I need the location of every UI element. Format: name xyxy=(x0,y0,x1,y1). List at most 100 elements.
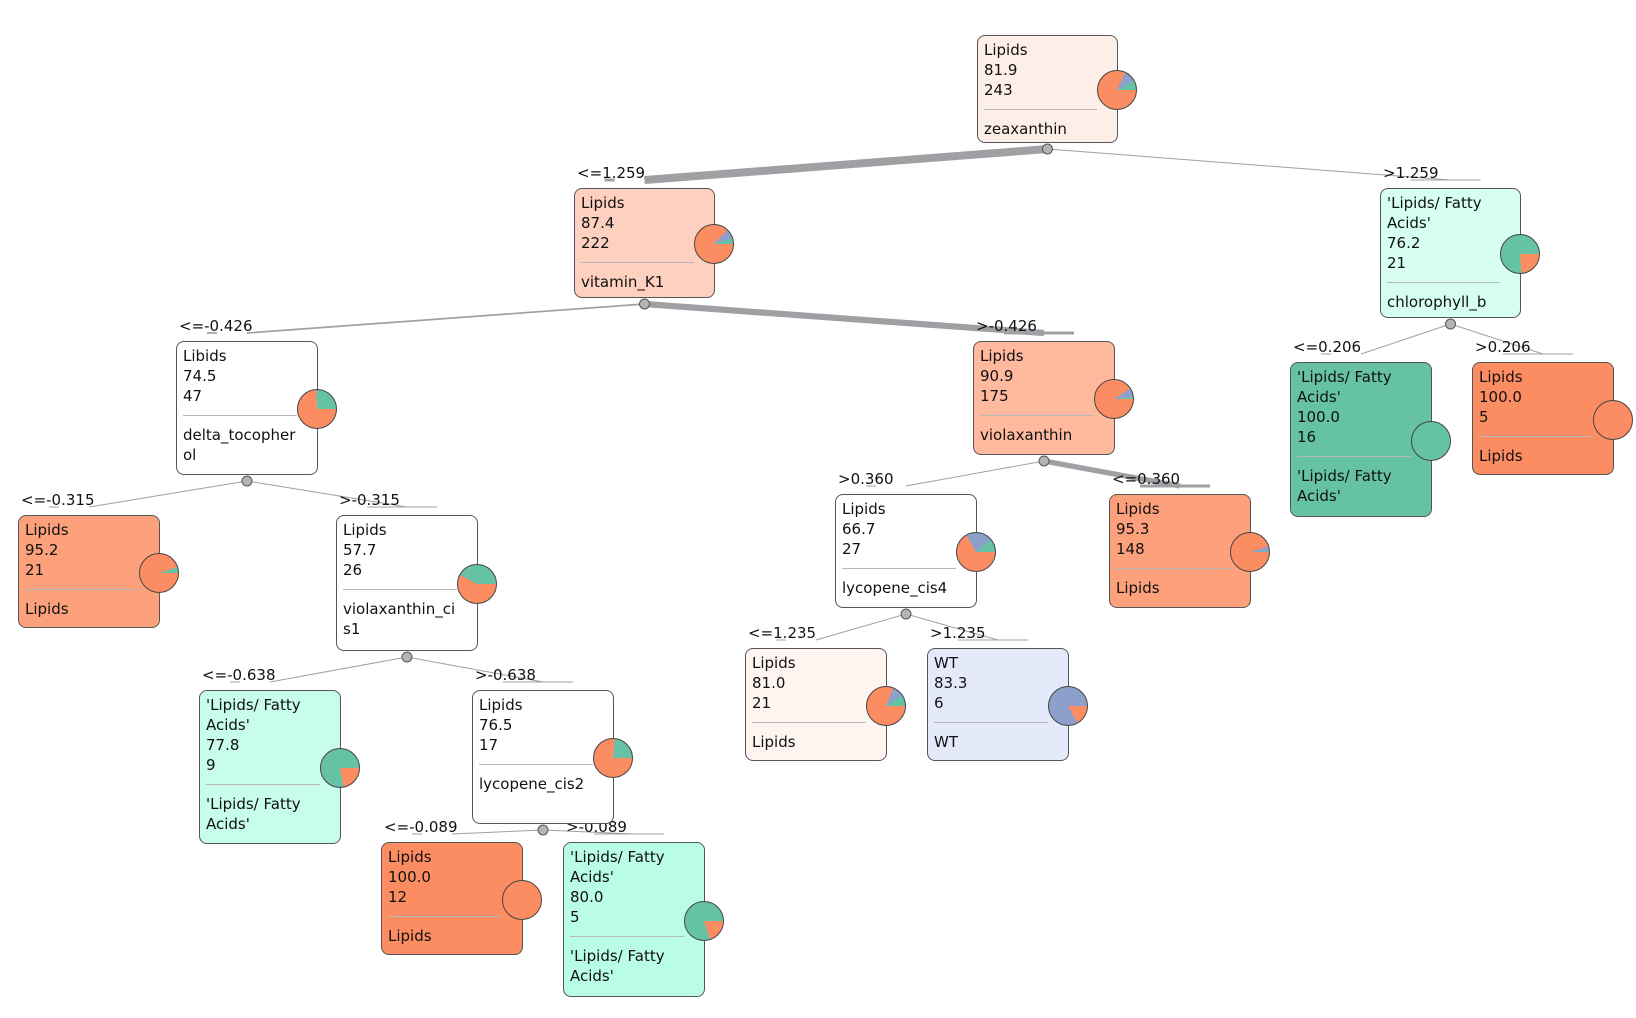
tree-edge xyxy=(1047,148,1451,181)
node-divider xyxy=(183,415,297,416)
node-count: 21 xyxy=(1387,254,1407,272)
edge-condition-label: <=-0.089 xyxy=(384,818,458,836)
node-score: 90.9 xyxy=(980,367,1014,385)
tree-edge xyxy=(406,656,544,683)
node-class-label: Lipids xyxy=(984,41,1028,59)
node-split-attribute: 'Lipids/ Fatty Acids' xyxy=(570,947,665,985)
node-class-label: Lipids xyxy=(343,521,387,539)
tree-node[interactable]: Lipids 81.9 243 zeaxanthin xyxy=(977,35,1137,143)
tree-edge xyxy=(88,480,248,508)
node-count: 243 xyxy=(984,81,1013,99)
tree-edge xyxy=(542,829,635,835)
node-class-label: 'Lipids/ Fatty Acids' xyxy=(206,696,301,734)
node-split-attribute: violaxanthin_ci s1 xyxy=(343,600,456,638)
node-class-label: Lipids xyxy=(581,194,625,212)
tree-edge xyxy=(905,613,999,641)
node-class-label: Lipids xyxy=(1116,500,1160,518)
class-distribution-pie xyxy=(320,748,360,788)
node-score: 77.8 xyxy=(206,736,240,754)
node-score: 66.7 xyxy=(842,520,876,538)
split-junction xyxy=(900,608,912,620)
node-count: 175 xyxy=(980,387,1009,405)
edge-condition-label: <=-0.638 xyxy=(202,666,276,684)
node-class-label: WT xyxy=(934,654,958,672)
node-count: 9 xyxy=(206,756,216,774)
class-distribution-pie xyxy=(593,738,633,778)
tree-edge xyxy=(246,303,645,334)
node-divider xyxy=(1116,568,1230,569)
edge-condition-label: >0.206 xyxy=(1475,338,1531,356)
node-score: 100.0 xyxy=(388,868,431,886)
split-junction xyxy=(1038,455,1050,467)
node-split-attribute: violaxanthin xyxy=(980,426,1073,444)
tree-edge xyxy=(246,480,408,508)
node-score: 76.5 xyxy=(479,716,513,734)
edge-condition-label: >-0.315 xyxy=(339,491,400,509)
node-split-attribute: delta_tocopher ol xyxy=(183,426,296,464)
node-split-attribute: 'Lipids/ Fatty Acids' xyxy=(1297,467,1392,505)
tree-node[interactable]: Lipids 76.5 17 lycopene_cis2 xyxy=(472,690,633,824)
node-count: 6 xyxy=(934,694,944,712)
split-junction xyxy=(1445,318,1456,330)
node-count: 26 xyxy=(343,561,363,579)
node-class-label: 'Lipids/ Fatty Acids' xyxy=(1297,368,1392,406)
node-count: 5 xyxy=(570,908,580,926)
class-distribution-pie xyxy=(1094,379,1134,419)
class-distribution-pie xyxy=(297,389,337,429)
node-divider xyxy=(388,916,502,917)
node-count: 27 xyxy=(842,540,862,558)
node-score: 76.2 xyxy=(1387,234,1421,252)
node-score: 81.0 xyxy=(752,674,786,692)
node-score: 80.0 xyxy=(570,888,604,906)
node-class-label: Lipids xyxy=(388,848,432,866)
node-split-attribute: Lipids xyxy=(388,927,432,945)
edge-condition-label: <=1.235 xyxy=(748,624,817,642)
edge-condition-label: >-0.638 xyxy=(475,666,536,684)
class-distribution-pie xyxy=(1230,532,1270,572)
edge-condition-label: <=0.360 xyxy=(1112,470,1181,488)
class-distribution-pie xyxy=(694,224,734,264)
node-divider xyxy=(206,784,320,785)
node-divider xyxy=(752,722,866,723)
tree-edge xyxy=(905,460,1045,487)
split-junction xyxy=(1042,143,1053,155)
node-score: 95.3 xyxy=(1116,520,1150,538)
node-score: 74.5 xyxy=(183,367,217,385)
class-distribution-pie xyxy=(1097,70,1137,110)
node-split-attribute: vitamin_K1 xyxy=(581,273,665,291)
node-count: 16 xyxy=(1297,428,1317,446)
node-split-attribute: zeaxanthin xyxy=(984,120,1067,138)
node-divider xyxy=(934,722,1048,723)
node-split-attribute: lycopene_cis2 xyxy=(479,775,585,793)
node-class-label: 'Lipids/ Fatty Acids' xyxy=(1387,194,1482,232)
node-count: 21 xyxy=(752,694,772,712)
node-divider xyxy=(980,415,1094,416)
node-class-label: Lipids xyxy=(479,696,523,714)
node-score: 83.3 xyxy=(934,674,968,692)
node-divider xyxy=(1479,436,1593,437)
node-count: 17 xyxy=(479,736,499,754)
edge-condition-label: >1.235 xyxy=(930,624,986,642)
node-score: 81.9 xyxy=(984,61,1018,79)
edge-condition-label: <=-0.315 xyxy=(21,491,95,509)
tree-edge xyxy=(1043,458,1181,489)
class-distribution-pie xyxy=(457,564,497,604)
node-class-label: Lipids xyxy=(842,500,886,518)
edge-condition-label: >1.259 xyxy=(1383,164,1439,182)
class-distribution-pie xyxy=(139,552,179,593)
